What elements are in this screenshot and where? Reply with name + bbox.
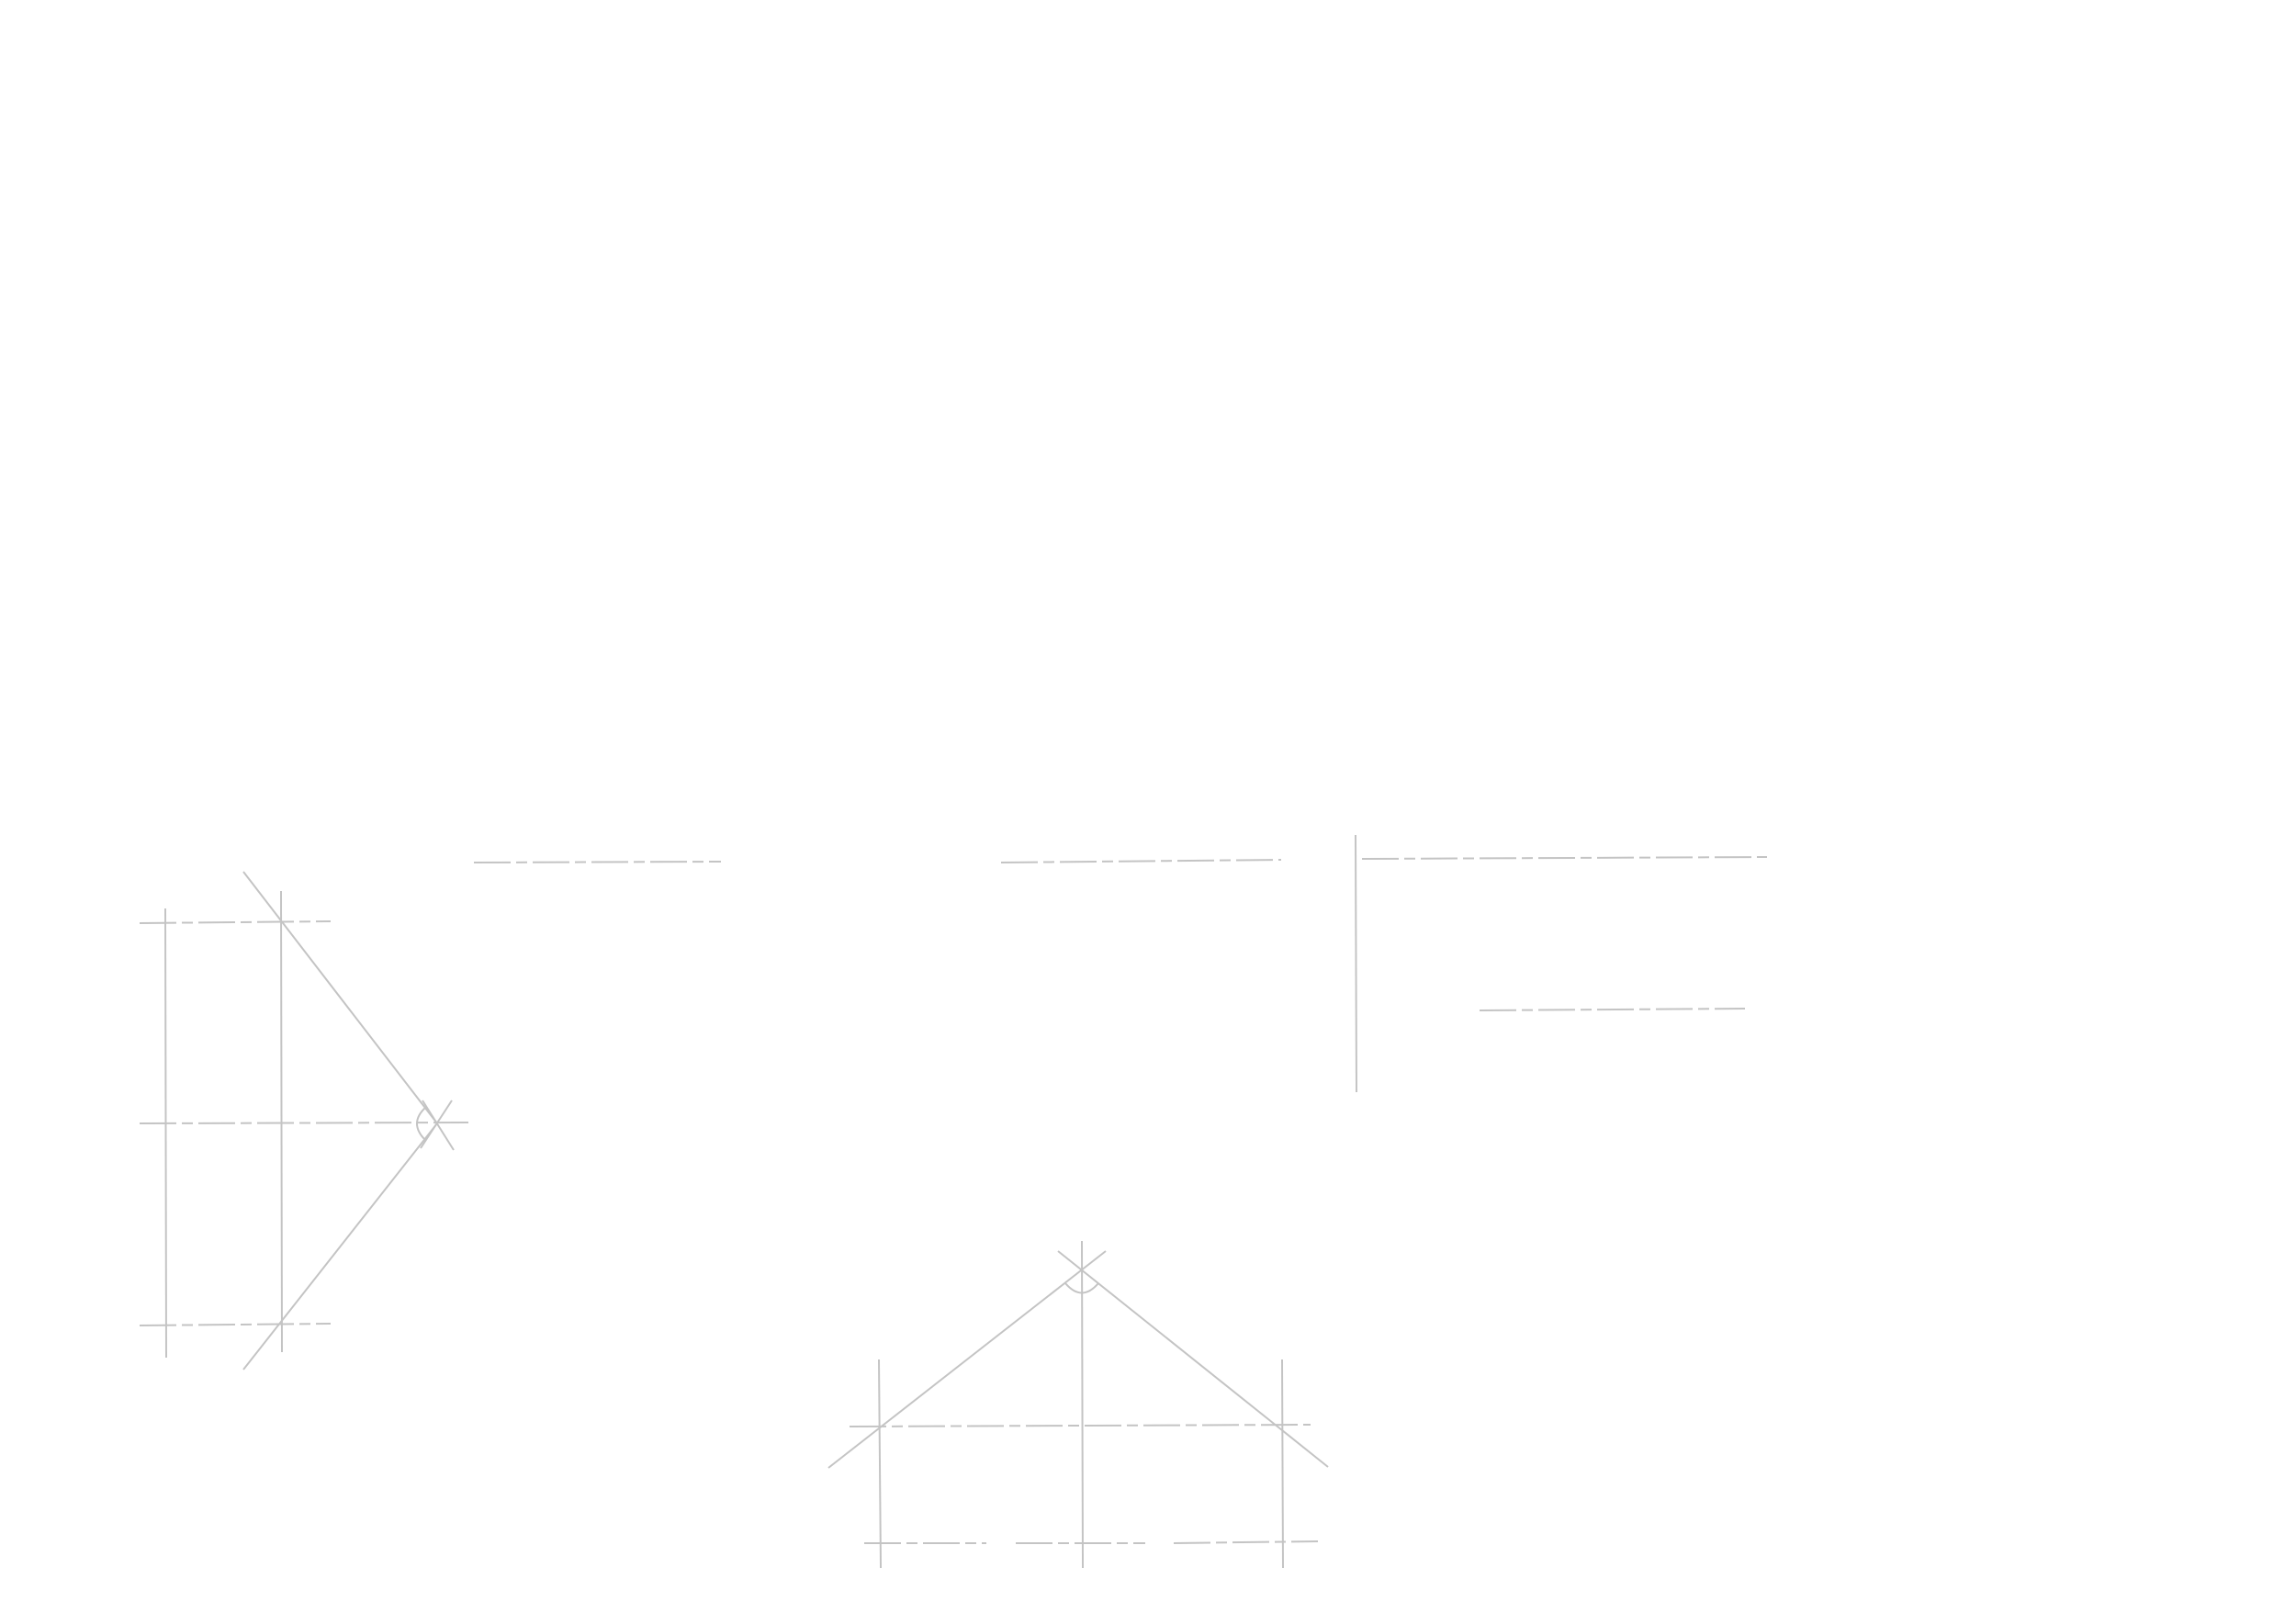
- diagonal-lower: [242, 1122, 438, 1370]
- left-figure: [139, 871, 469, 1370]
- bottom-figure-house: [827, 1240, 1329, 1569]
- top-guides: [473, 834, 1768, 1093]
- diagonal-upper: [242, 871, 438, 1124]
- guide-line: [1479, 1008, 1746, 1011]
- roof-right: [1057, 1250, 1329, 1468]
- angle-arc: [416, 1106, 427, 1142]
- ground-line-segment: [1173, 1540, 1319, 1544]
- vertical-guide-inner: [280, 890, 283, 1353]
- roof-left: [827, 1250, 1107, 1469]
- guide-line-middle: [139, 1122, 469, 1124]
- base-line: [849, 1424, 1311, 1427]
- vertical-guide-outer: [164, 908, 167, 1359]
- guide-line: [1000, 859, 1282, 863]
- cross-mark: [422, 1100, 455, 1151]
- center-axis: [1081, 1240, 1084, 1569]
- right-wall-guide: [1281, 1359, 1284, 1569]
- guide-line-top: [139, 920, 332, 924]
- guide-line-bottom: [139, 1323, 332, 1326]
- guide-line: [1361, 856, 1768, 860]
- guide-line: [473, 861, 722, 863]
- apex-angle-arc: [1064, 1282, 1099, 1294]
- left-wall-guide: [878, 1359, 882, 1569]
